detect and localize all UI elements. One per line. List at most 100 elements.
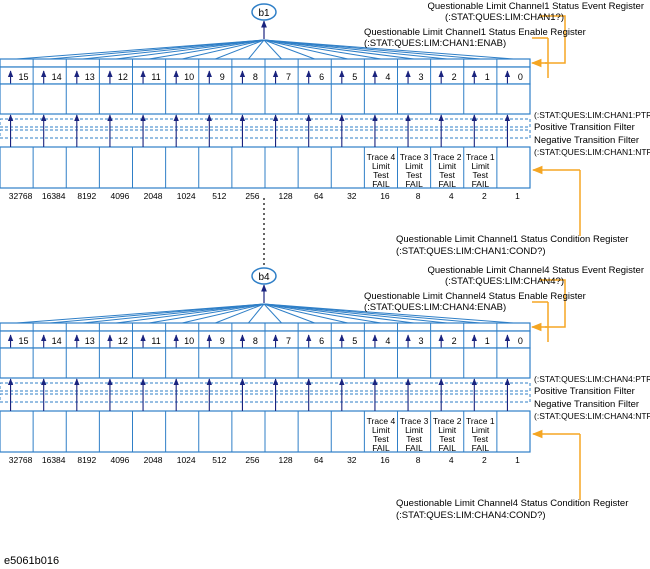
trace-cell-text: Limit	[405, 425, 424, 435]
or-line	[263, 303, 382, 324]
bit-label: 14	[52, 336, 62, 346]
bit-weight: 256	[245, 191, 259, 201]
bit-label: 3	[419, 336, 424, 346]
bit-weight: 2	[482, 455, 487, 465]
bit-label: 0	[518, 336, 523, 346]
trace-cell-text: Test	[439, 434, 455, 444]
or-line	[82, 39, 265, 60]
or-line	[148, 303, 265, 324]
bit-label: 4	[385, 336, 390, 346]
trace-cell-text: FAIL	[472, 443, 490, 453]
summary-node-label: b1	[258, 8, 270, 19]
bit-weight: 16384	[42, 455, 66, 465]
ntr-command: (:STAT:QUES:LIM:CHAN1:NTR)	[534, 147, 650, 157]
or-line	[263, 39, 514, 60]
event-register-command: (:STAT:QUES:LIM:CHAN1?)	[445, 12, 564, 23]
positive-transition-filter	[0, 382, 531, 392]
bit-weight: 512	[212, 191, 226, 201]
ntr-command: (:STAT:QUES:LIM:CHAN4:NTR)	[534, 411, 650, 421]
trace-cell-text: FAIL	[372, 179, 390, 189]
bit-weight: 32	[347, 455, 357, 465]
or-line	[182, 39, 265, 60]
or-line	[49, 303, 265, 324]
negative-transition-filter	[0, 393, 531, 403]
bit-label: 11	[151, 336, 160, 346]
ptr-command: (:STAT:QUES:LIM:CHAN4:PTR)	[534, 374, 650, 384]
trace-cell-text: Trace 3	[400, 152, 429, 162]
bit-label: 15	[19, 72, 29, 82]
bit-weight: 2048	[144, 455, 163, 465]
bit-label: 11	[151, 72, 160, 82]
enable-register-command: (:STAT:QUES:LIM:CHAN1:ENAB)	[364, 38, 506, 49]
bit-label: 14	[52, 72, 62, 82]
or-line	[263, 303, 315, 324]
bit-weight: 2048	[144, 191, 163, 201]
bit-label: 5	[352, 72, 357, 82]
bit-label: 6	[319, 336, 324, 346]
bit-label: 0	[518, 72, 523, 82]
ntr-label: Negative Transition Filter	[534, 135, 639, 146]
bit-weight: 4	[449, 455, 454, 465]
bit-weight: 16384	[42, 191, 66, 201]
bit-label: 4	[385, 72, 390, 82]
bit-weight: 8192	[77, 455, 96, 465]
bit-weight: 1024	[177, 455, 196, 465]
trace-cell-text: FAIL	[405, 443, 423, 453]
callout-line-event	[540, 15, 566, 64]
event-register-label: Questionable Limit Channel4 Status Event…	[427, 265, 644, 276]
bit-weight: 8	[416, 191, 421, 201]
condition-register-command: (:STAT:QUES:LIM:CHAN1:COND?)	[396, 246, 546, 257]
bit-label: 2	[452, 72, 457, 82]
bit-weight: 2	[482, 191, 487, 201]
bit-weight: 4096	[110, 191, 129, 201]
trace-cell-text: Trace 1	[466, 152, 495, 162]
trace-cell-text: Test	[473, 170, 489, 180]
trace-cell-text: Test	[373, 170, 389, 180]
trace-cell-text: Limit	[438, 161, 457, 171]
bit-weight: 1	[515, 455, 520, 465]
bit-label: 1	[485, 72, 490, 82]
bit-weight: 256	[245, 455, 259, 465]
bit-label: 13	[85, 72, 95, 82]
trace-cell-text: Trace 1	[466, 416, 495, 426]
trace-cell-text: Trace 4	[367, 416, 396, 426]
or-line	[263, 39, 315, 60]
or-line	[215, 303, 265, 324]
trace-cell-text: Test	[406, 434, 422, 444]
trace-cell-text: Test	[406, 170, 422, 180]
or-line	[115, 39, 265, 60]
ptr-label: Positive Transition Filter	[534, 122, 635, 133]
event-register-label: Questionable Limit Channel1 Status Event…	[427, 1, 644, 12]
bit-label: 7	[286, 72, 291, 82]
condition-register-command: (:STAT:QUES:LIM:CHAN4:COND?)	[396, 510, 546, 521]
figure-id: e5061b016	[4, 555, 60, 567]
summary-node-b4	[251, 267, 277, 285]
bit-weight: 8192	[77, 191, 96, 201]
bit-label: 7	[286, 336, 291, 346]
or-line	[82, 303, 265, 324]
or-line	[182, 303, 265, 324]
ptr-label: Positive Transition Filter	[534, 386, 635, 397]
or-line	[263, 39, 382, 60]
trace-cell-text: Limit	[372, 425, 391, 435]
or-line	[248, 303, 265, 324]
bit-weight: 32768	[9, 191, 33, 201]
bit-label: 3	[419, 72, 424, 82]
bit-label: 13	[85, 336, 95, 346]
trace-cell-text: Limit	[372, 161, 391, 171]
or-line	[263, 303, 348, 324]
bit-label: 12	[118, 336, 128, 346]
condition-register-label: Questionable Limit Channel1 Status Condi…	[396, 234, 628, 245]
bit-weight: 512	[212, 455, 226, 465]
bit-label: 15	[19, 336, 29, 346]
or-line	[49, 39, 265, 60]
bit-weight: 8	[416, 455, 421, 465]
trace-cell-text: Trace 4	[367, 152, 396, 162]
summary-node-label: b4	[258, 272, 270, 283]
bit-weight: 1024	[177, 191, 196, 201]
or-line	[248, 39, 265, 60]
trace-cell-text: Test	[473, 434, 489, 444]
trace-cell-text: FAIL	[372, 443, 390, 453]
